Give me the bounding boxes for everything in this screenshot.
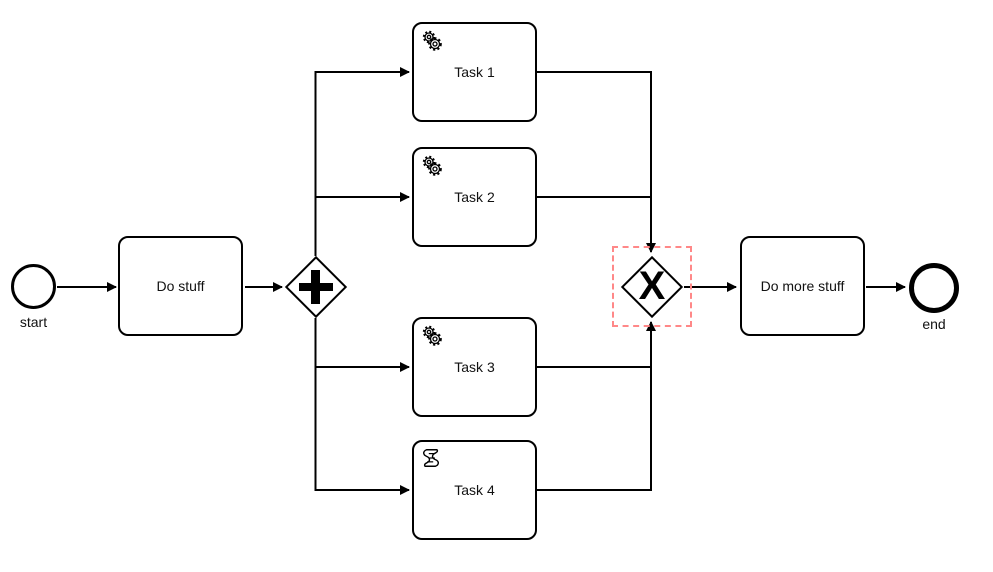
x-icon: X [638,263,666,308]
exclusive-gateway-x-icon: X [622,257,682,317]
task-1[interactable]: Task 1 [412,22,537,122]
task-do-stuff[interactable]: Do stuff [118,236,243,336]
task-4-label: Task 4 [454,482,495,498]
parallel-gateway-plus-icon [286,257,346,317]
plus-icon-vertical-bar [311,270,320,304]
selection-outline [612,246,692,327]
gears-icon [422,155,442,176]
task-2-label: Task 2 [454,189,495,205]
task-2[interactable]: Task 2 [412,147,537,247]
start-event-label: start [19,314,48,330]
flow-parallel-gateway-to-task1[interactable] [314,67,410,256]
gears-icon [422,30,442,51]
flow-task1-to-exclusive-gateway[interactable] [537,71,656,253]
gears-icon [422,325,442,346]
end-event[interactable] [909,263,959,313]
task-3-label: Task 3 [454,359,495,375]
flow-task4-to-exclusive-gateway[interactable] [537,321,656,491]
task-1-label: Task 1 [454,64,495,80]
scroll-icon [423,449,439,467]
task-do-more-stuff-label: Do more stuff [760,278,845,294]
end-event-label: end [922,316,946,332]
task-do-more-stuff[interactable]: Do more stuff [740,236,865,336]
task-3[interactable]: Task 3 [412,317,537,417]
task-do-stuff-label: Do stuff [156,278,205,294]
task-4[interactable]: Task 4 [412,440,537,540]
flow-parallel-gateway-to-task4[interactable] [314,318,410,495]
start-event[interactable] [11,264,56,309]
